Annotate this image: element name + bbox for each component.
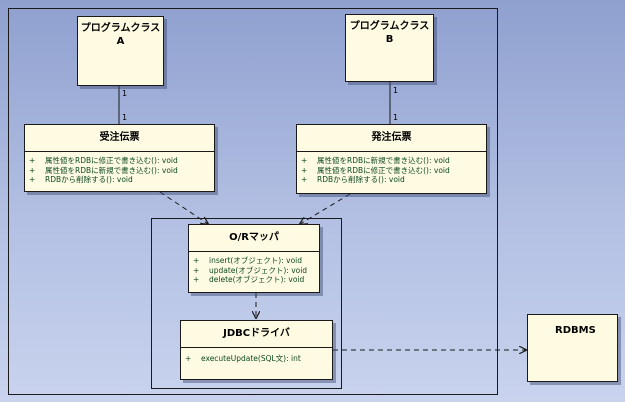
class-name: RDBMS bbox=[555, 325, 596, 336]
outer-frame bbox=[8, 8, 498, 395]
operation: +属性値をRDBに修正で書き込む(): void bbox=[301, 165, 450, 175]
class-program-a[interactable]: プログラムクラスA bbox=[77, 16, 164, 86]
multiplicity-a-top: 1 bbox=[122, 89, 128, 98]
class-name: プログラムクラスB bbox=[349, 21, 430, 45]
class-hatchu-denpyo[interactable]: 発注伝票 +属性値をRDBに新規で書き込む(): void +属性値をRDBに修… bbox=[296, 124, 487, 194]
class-name: 受注伝票 bbox=[99, 132, 140, 143]
operation: +executeUpdate(SQL文): int bbox=[185, 354, 301, 363]
operations-compartment: +属性値をRDBに修正で書き込む(): void +属性値をRDBに新規で書き込… bbox=[25, 151, 214, 188]
multiplicity-b-top: 1 bbox=[393, 86, 399, 95]
operation: +属性値をRDBに修正で書き込む(): void bbox=[29, 156, 178, 165]
class-program-b[interactable]: プログラムクラスB bbox=[345, 14, 434, 82]
class-jdbc-driver[interactable]: JDBCドライバ +executeUpdate(SQL文): int bbox=[180, 320, 333, 380]
dependency-juchu-ormapper[interactable] bbox=[159, 191, 208, 224]
class-name: JDBCドライバ bbox=[223, 328, 290, 339]
multiplicity-b-bottom: 1 bbox=[393, 113, 399, 122]
operation: +delete(オブジェクト): void bbox=[193, 275, 305, 284]
operation: +属性値をRDBに新規で書き込む(): void bbox=[29, 165, 178, 175]
class-name: プログラムクラスA bbox=[80, 23, 161, 47]
dependency-hatchu-ormapper[interactable] bbox=[300, 193, 351, 224]
operation: +RDBから削除する(): void bbox=[29, 175, 133, 184]
operations-compartment: +属性値をRDBに新規で書き込む(): void +属性値をRDBに修正で書き込… bbox=[297, 151, 486, 188]
class-or-mapper[interactable]: O/Rマッパ +insert(オブジェクト): void +update(オブジ… bbox=[188, 224, 320, 293]
class-juchu-denpyo[interactable]: 受注伝票 +属性値をRDBに修正で書き込む(): void +属性値をRDBに新… bbox=[24, 124, 215, 192]
operation: +insert(オブジェクト): void bbox=[193, 256, 303, 265]
operation: +update(オブジェクト): void bbox=[193, 265, 308, 275]
multiplicity-a-bottom: 1 bbox=[122, 113, 128, 122]
class-rdbms[interactable]: RDBMS bbox=[527, 314, 618, 382]
class-name: 発注伝票 bbox=[371, 132, 412, 143]
class-name: O/Rマッパ bbox=[229, 232, 279, 243]
operations-compartment: +executeUpdate(SQL文): int bbox=[181, 347, 332, 367]
operation: +属性値をRDBに新規で書き込む(): void bbox=[301, 156, 450, 165]
operation: +RDBから削除する(): void bbox=[301, 175, 405, 184]
operations-compartment: +insert(オブジェクト): void +update(オブジェクト): v… bbox=[189, 251, 319, 288]
inner-frame bbox=[151, 218, 342, 389]
